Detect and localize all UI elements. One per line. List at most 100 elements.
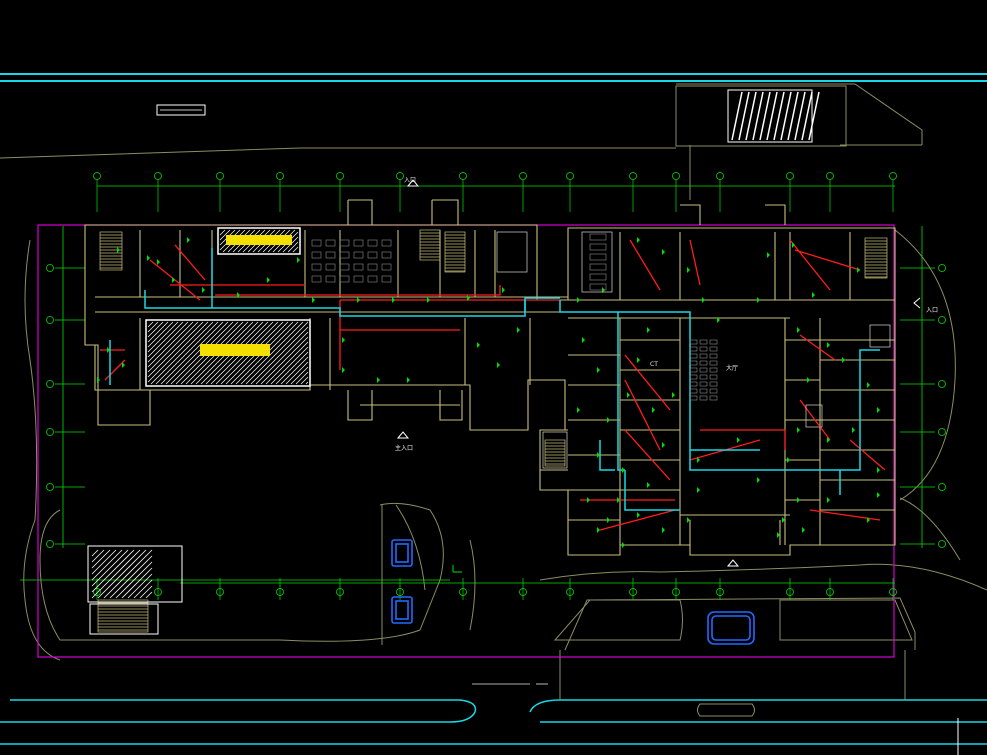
- hatch-line: [147, 321, 209, 383]
- hatch-line: [147, 321, 189, 363]
- hatch-line: [115, 561, 153, 599]
- hatch-line: [97, 549, 147, 599]
- sprinkler-marker: [672, 392, 675, 398]
- axis-bubble: [46, 483, 54, 491]
- sprinkler-marker: [662, 527, 665, 533]
- desk: [325, 263, 336, 271]
- desk: [381, 275, 392, 283]
- hatch-line: [787, 91, 799, 141]
- hall-label: 大厅: [726, 364, 738, 372]
- hatch-line: [287, 241, 299, 253]
- stair-outline: [444, 231, 466, 273]
- axis-bubble: [336, 172, 344, 180]
- desk: [367, 251, 378, 259]
- axis-bubble: [938, 428, 946, 436]
- axis-bubble: [566, 172, 574, 180]
- sprinkler-marker: [587, 497, 590, 503]
- sprinkler-marker: [407, 377, 410, 383]
- hatch-line: [766, 91, 778, 141]
- desk: [325, 239, 336, 247]
- axis-bubble: [396, 588, 404, 596]
- seat: [709, 381, 718, 387]
- hatch-line: [160, 321, 224, 385]
- desk: [381, 251, 392, 259]
- hatch-line: [147, 321, 194, 368]
- sprinkler-marker: [312, 297, 315, 303]
- axis-bubble: [672, 588, 680, 596]
- axis-bubble: [93, 172, 101, 180]
- axis-bubble: [566, 588, 574, 596]
- sprinkler-marker: [717, 317, 720, 323]
- sprinkler-marker: [582, 337, 585, 343]
- hatch-line: [250, 326, 309, 385]
- hatch-line: [270, 346, 309, 385]
- right-entrance-label: 入口: [926, 307, 938, 314]
- hatch-line: [91, 549, 123, 581]
- sprinkler-marker: [812, 292, 815, 298]
- sprinkler-marker: [797, 427, 800, 433]
- seat: [709, 346, 718, 352]
- hatch-line: [305, 381, 309, 385]
- sprinkler-marker: [687, 517, 690, 523]
- sprinkler-marker: [237, 292, 240, 298]
- sprinkler-marker: [767, 252, 770, 258]
- hatch-line: [91, 549, 141, 599]
- bed: [589, 273, 607, 281]
- staircases: [97, 229, 888, 633]
- sprinkler-marker: [597, 527, 600, 533]
- hatch-line: [139, 585, 153, 599]
- hatch-line: [109, 555, 153, 599]
- sprinkler-marker: [757, 297, 760, 303]
- axis-bubble: [716, 588, 724, 596]
- stair-outline: [544, 439, 566, 467]
- desk: [367, 239, 378, 247]
- hatch-line: [808, 91, 820, 141]
- seat: [709, 388, 718, 394]
- desk: [339, 251, 350, 259]
- axis-bubble: [938, 316, 946, 324]
- sprinkler-marker: [477, 342, 480, 348]
- hatch-line: [145, 591, 153, 599]
- desk: [339, 275, 350, 283]
- site-outlines: [0, 83, 987, 717]
- hatch-line: [773, 91, 785, 141]
- desk: [311, 275, 322, 283]
- hatch-line: [147, 321, 159, 333]
- hatch-line: [121, 567, 153, 599]
- seat: [699, 395, 708, 401]
- sprinkler-marker: [757, 477, 760, 483]
- sprinkler-marker: [577, 407, 580, 413]
- sprinkler-marker: [637, 357, 640, 363]
- legend-mark: [156, 104, 206, 116]
- axis-bubble: [938, 483, 946, 491]
- sprinkler-marker: [157, 259, 160, 265]
- hatch-line: [290, 366, 309, 385]
- desk: [311, 239, 322, 247]
- room-fixtures: [311, 233, 718, 401]
- seat: [689, 339, 698, 345]
- hatch-line: [147, 321, 204, 378]
- hatch-line: [745, 91, 757, 141]
- sprinkler-markers: [97, 237, 880, 548]
- sprinkler-marker: [647, 482, 650, 488]
- stair-outline: [97, 599, 149, 633]
- hatch-line: [91, 549, 129, 587]
- sprinkler-marker: [697, 457, 700, 463]
- seat: [689, 395, 698, 401]
- hatch-line: [752, 91, 764, 141]
- sprinkler-marker: [877, 467, 880, 473]
- seat: [699, 346, 708, 352]
- hatch-line: [147, 321, 174, 348]
- axis-bubble: [519, 172, 527, 180]
- axis-bubble: [46, 380, 54, 388]
- axis-bubble: [154, 172, 162, 180]
- hatch-line: [300, 376, 309, 385]
- sprinkler-marker: [647, 327, 650, 333]
- seat: [699, 353, 708, 359]
- bed: [589, 233, 607, 241]
- sprinkler-marker: [652, 407, 655, 413]
- sprinkler-marker: [172, 277, 175, 283]
- seat: [709, 374, 718, 380]
- sprinkler-marker: [827, 497, 830, 503]
- desk: [325, 275, 336, 283]
